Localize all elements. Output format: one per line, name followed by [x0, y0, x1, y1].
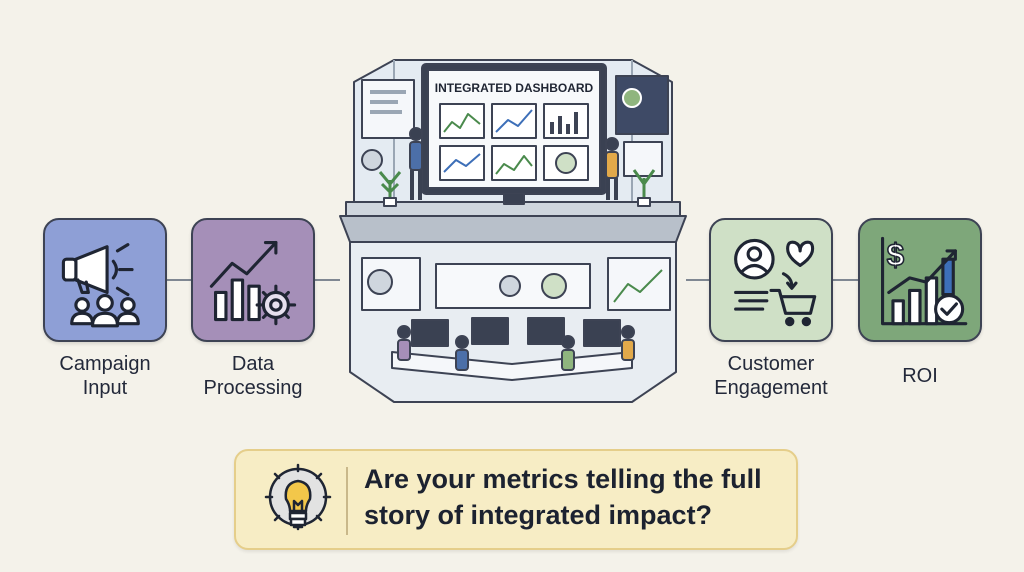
data-processing-label: Data Processing: [203, 353, 303, 399]
question-text: Are your metrics telling the full story …: [364, 464, 762, 530]
connector-line: [833, 279, 859, 281]
dollar-growth-check-icon: $: [881, 237, 968, 326]
question-divider: [346, 467, 348, 535]
data-processing-tile: [191, 218, 315, 342]
roi-label: ROI: [902, 365, 938, 387]
customer-engagement-tile: [709, 218, 833, 342]
customer-engagement-label: Customer Engagement: [714, 353, 828, 399]
customer-cart-icon: [734, 238, 817, 327]
question-callout: Are your metrics telling the full story …: [234, 449, 798, 550]
campaign-input-tile: [43, 218, 167, 342]
connector-line: [315, 279, 340, 281]
growth-chart-gear-icon: [209, 241, 297, 326]
campaign-input-label: Campaign Input: [59, 353, 151, 399]
connector-line: [686, 279, 710, 281]
megaphone-icon: [61, 243, 140, 328]
lightbulb-gear-icon: [264, 463, 332, 531]
connector-line: [167, 279, 192, 281]
dashboard-title: INTEGRATED DASHBOARD: [435, 81, 594, 95]
roi-tile: $: [858, 218, 982, 342]
svg-text:$: $: [887, 237, 904, 272]
integrated-dashboard-building-icon: INTEGRATED DASHBOARD: [339, 59, 687, 403]
